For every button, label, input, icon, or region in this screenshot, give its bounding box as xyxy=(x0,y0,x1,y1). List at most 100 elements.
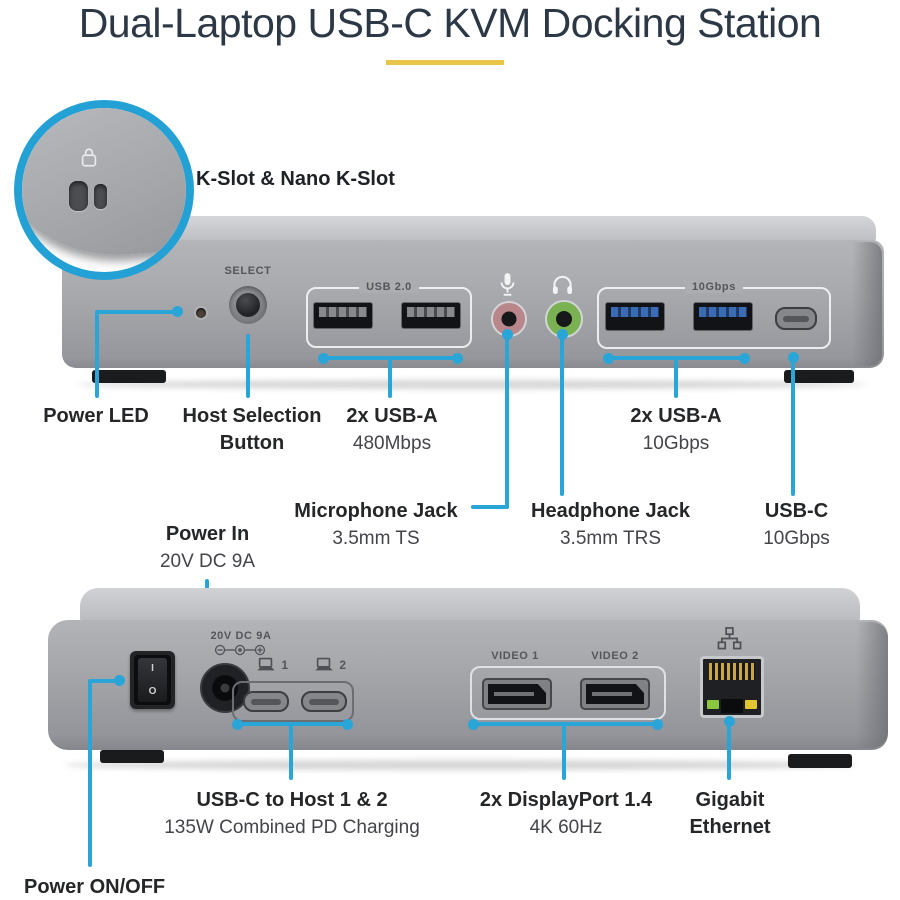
displayport-2[interactable] xyxy=(580,678,650,710)
label-subtitle: 3.5mm TS xyxy=(332,528,420,549)
label-usb-a-10g: 2x USB-A 10Gbps xyxy=(596,403,756,457)
usb10g-group-box: 10Gbps xyxy=(597,281,831,349)
callout-line xyxy=(727,721,731,780)
usb-a-tongue xyxy=(319,307,367,317)
callout-line xyxy=(97,310,175,314)
usb2-port-1[interactable] xyxy=(314,303,372,328)
label-title: 2x USB-A xyxy=(630,405,722,427)
label-subtitle: 4K 60Hz xyxy=(529,817,603,838)
usbc-host-group-box xyxy=(232,681,354,722)
usb-c-pin xyxy=(309,698,339,705)
callout-line xyxy=(90,679,118,683)
callout-line xyxy=(562,724,566,780)
switch-rocker: I O xyxy=(138,658,167,702)
usb2-port-2[interactable] xyxy=(402,303,460,328)
front-foot-right xyxy=(784,370,854,383)
link-led-green xyxy=(707,700,719,709)
label-subtitle: 20V DC 9A xyxy=(159,551,256,572)
front-dock-shadow xyxy=(78,380,866,389)
usb-c-pin xyxy=(251,698,281,705)
usb-c-port-front[interactable] xyxy=(775,307,817,330)
callout-dot xyxy=(452,353,463,364)
callout-line xyxy=(88,679,92,867)
callout-dot xyxy=(603,353,614,364)
callout-line xyxy=(95,310,99,398)
usb10g-port-2[interactable] xyxy=(694,303,752,330)
callout-line xyxy=(246,334,250,398)
front-foot-left xyxy=(92,370,166,383)
label-title: Power In xyxy=(165,523,250,545)
usb-a-tongue xyxy=(611,307,659,317)
label-headphone: Headphone Jack 3.5mm TRS xyxy=(518,498,703,552)
label-title: Headphone Jack xyxy=(531,500,690,522)
dp-pin xyxy=(592,692,632,696)
kslot-magnifier xyxy=(14,100,194,280)
usb-c-pin xyxy=(783,315,809,322)
label-subtitle: 480Mbps xyxy=(352,433,432,454)
usb-a-tongue xyxy=(699,307,747,317)
rear-dock-shadow xyxy=(64,760,856,770)
select-printed-label: SELECT xyxy=(224,265,272,277)
callout-line xyxy=(560,334,564,496)
callout-dot xyxy=(232,719,243,730)
polarity-icon xyxy=(214,644,266,656)
label-title: Ethernet xyxy=(689,816,771,838)
usb10g-group-label: 10Gbps xyxy=(685,281,743,293)
dock-corner-closeup xyxy=(22,108,186,264)
activity-led-yellow xyxy=(745,700,757,709)
jack-hole xyxy=(556,311,572,327)
callout-line xyxy=(505,334,509,509)
label-usb-c-host: USB-C to Host 1 & 2 135W Combined PD Cha… xyxy=(152,787,432,841)
usb-c-host-port-1[interactable] xyxy=(243,691,289,712)
laptop-1-icon xyxy=(257,657,275,671)
host-select-button-cap xyxy=(236,293,260,317)
label-title: USB-C xyxy=(764,500,829,522)
page-title: Dual-Laptop USB-C KVM Docking Station xyxy=(78,0,822,46)
label-title: 2x USB-A xyxy=(346,405,438,427)
label-title: Gigabit xyxy=(695,789,765,811)
title-underline xyxy=(386,60,504,65)
callout-line xyxy=(388,358,392,398)
power-printed-label: 20V DC 9A xyxy=(210,630,272,642)
front-dock-right-shade xyxy=(852,242,882,366)
usb10g-port-1[interactable] xyxy=(606,303,664,330)
label-title: 2x DisplayPort 1.4 xyxy=(479,789,653,811)
rear-dock-right-shade xyxy=(856,622,888,748)
usb2-group-box: USB 2.0 xyxy=(306,281,472,348)
label-power-on-off: Power ON/OFF xyxy=(24,874,234,900)
label-displayport: 2x DisplayPort 1.4 4K 60Hz xyxy=(456,787,676,841)
laptop-2-icon xyxy=(315,657,333,671)
callout-dot-power-led xyxy=(172,306,183,317)
label-usb-a-480: 2x USB-A 480Mbps xyxy=(312,403,472,457)
callout-dot xyxy=(468,719,479,730)
rear-dock-top xyxy=(80,588,860,624)
displayport-1[interactable] xyxy=(482,678,552,710)
label-subtitle: 10Gbps xyxy=(642,433,710,454)
callout-line xyxy=(674,358,678,398)
callout-line xyxy=(471,505,509,509)
label-subtitle: 135W Combined PD Charging xyxy=(164,817,420,838)
power-switch[interactable]: I O xyxy=(130,651,175,709)
label-ethernet: Gigabit Ethernet xyxy=(670,787,790,841)
dp-pin xyxy=(494,692,534,696)
label-usb-c: USB-C 10Gbps xyxy=(714,498,879,552)
label-microphone: Microphone Jack 3.5mm TS xyxy=(286,498,466,552)
front-dock-top xyxy=(76,216,876,242)
usb-c-host-port-2[interactable] xyxy=(301,691,347,712)
label-subtitle: 3.5mm TRS xyxy=(559,528,661,549)
rear-foot-left xyxy=(100,750,164,763)
ethernet-port[interactable] xyxy=(700,656,764,718)
usb2-group-label: USB 2.0 xyxy=(359,281,419,293)
callout-line xyxy=(791,357,795,496)
label-title: Host Selection xyxy=(182,405,322,427)
rear-foot-right xyxy=(788,754,852,768)
rj45-tab xyxy=(721,699,743,713)
callout-dot xyxy=(318,353,329,364)
power-led xyxy=(196,308,206,318)
label-title: Microphone Jack xyxy=(294,500,458,522)
callout-dot-power-switch xyxy=(114,675,125,686)
jack-hole xyxy=(501,311,517,327)
callout-dot xyxy=(739,353,750,364)
host-1-number: 1 xyxy=(281,658,289,672)
